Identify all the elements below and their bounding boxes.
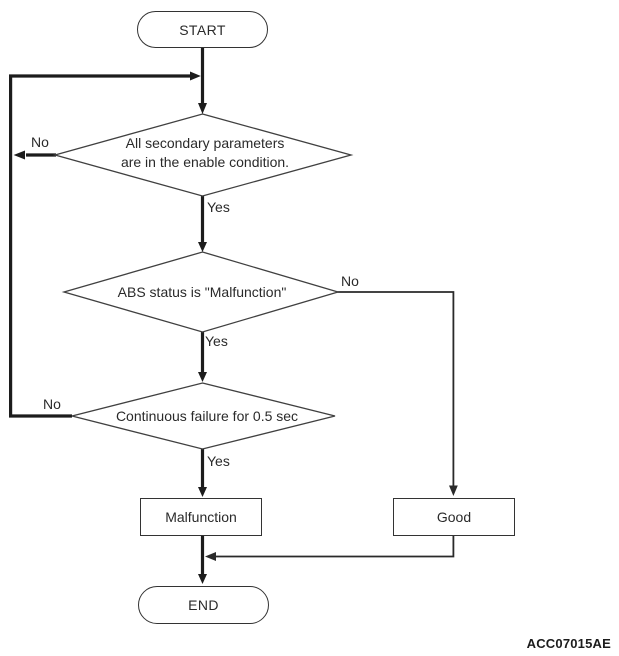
good-label: Good [436,509,472,525]
branch-label-no-3: No [43,396,61,412]
arrowhead-down-icon [198,574,207,584]
malfunction-node: Malfunction [140,498,262,536]
arrowhead-down-icon [198,242,207,252]
malfunction-label: Malfunction [165,509,237,525]
decision-text-line: Continuous failure for 0.5 sec [115,408,299,424]
start-label: START [179,21,226,38]
line-good-merge [216,534,455,558]
decision-abs-status-text: ABS status is "Malfunction" [92,283,312,302]
line-decision2-no-to-good [337,291,455,486]
arrowhead-left-icon [205,552,216,561]
decision-secondary-parameters-text: All secondary parameters are in the enab… [95,134,315,172]
arrowhead-down-icon [198,372,207,382]
figure-code: ACC07015AE [526,636,611,651]
decision-diamond-1 [52,113,354,197]
arrowhead-right-icon [190,71,201,81]
start-node: START [137,11,268,48]
arrowhead-down-icon [449,485,458,496]
decision-diamond-3 [71,382,336,450]
end-label: END [188,597,219,613]
branch-label-no-2: No [341,273,359,289]
branch-label-yes-1: Yes [207,199,230,215]
arrowhead-down-icon [198,103,207,114]
decision-diamond-2 [61,251,341,333]
flow-lines-thin [216,291,455,558]
flow-lines-thick [9,46,205,575]
decision-text-line: ABS status is "Malfunction" [117,284,287,300]
arrowhead-down-icon [198,487,207,497]
arrowheads-thin [205,485,458,561]
branch-label-yes-3: Yes [207,453,230,469]
branch-label-no-1: No [31,134,49,150]
good-node: Good [393,498,515,536]
decision-text-line: are in the enable condition. [120,154,290,170]
arrowhead-left-icon [13,150,25,160]
line-loop-back [9,74,191,418]
arrowheads-thick [13,71,207,584]
decision-continuous-failure-text: Continuous failure for 0.5 sec [97,407,317,426]
decision-text-line: All secondary parameters [125,135,285,151]
end-node: END [138,586,269,624]
branch-label-yes-2: Yes [205,333,228,349]
decision-diamonds [52,113,354,450]
